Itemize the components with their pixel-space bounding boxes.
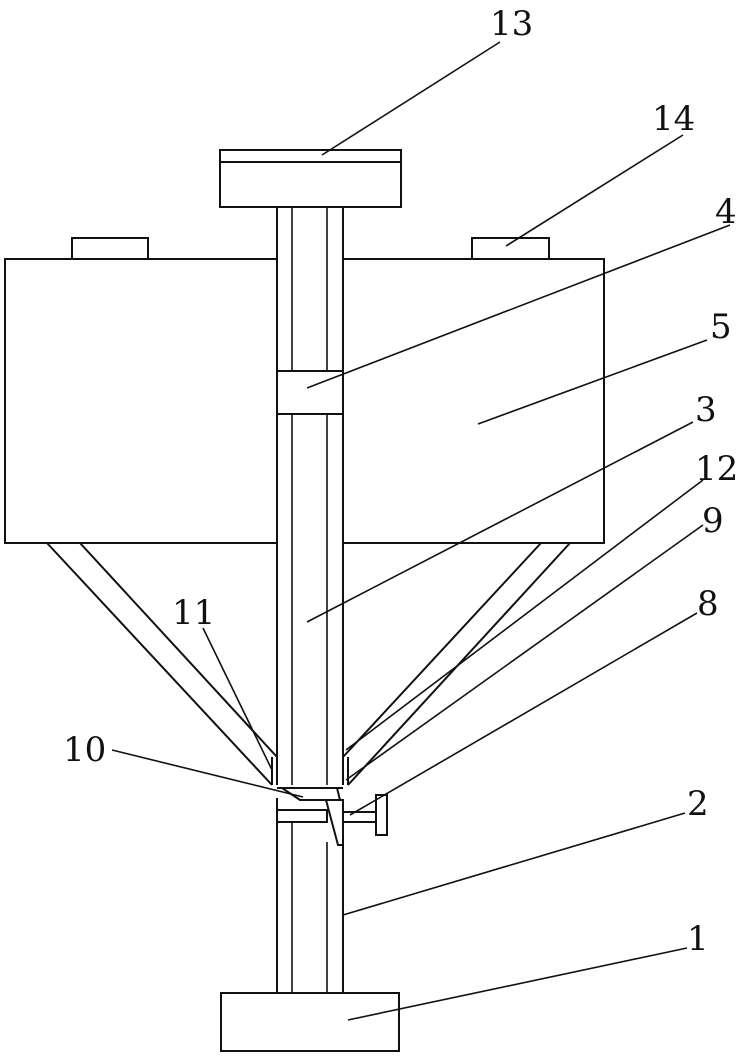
valve-assembly — [277, 788, 387, 845]
label-14: 14 — [652, 99, 695, 139]
base-block — [221, 993, 399, 1051]
label-11: 11 — [172, 593, 215, 633]
label-1: 1 — [687, 919, 709, 959]
inner-shaft — [277, 207, 343, 785]
label-5: 5 — [710, 307, 732, 347]
valve-rod-left — [277, 810, 327, 822]
leader-lines — [112, 42, 730, 1020]
hopper-cone — [47, 543, 570, 785]
tank-cap-left — [72, 238, 148, 259]
leader-3 — [307, 422, 693, 622]
tank-cap-right — [472, 238, 549, 259]
label-10: 10 — [63, 730, 106, 770]
leader-5 — [478, 340, 707, 424]
label-4: 4 — [715, 192, 737, 232]
top-cap — [220, 150, 401, 207]
label-8: 8 — [697, 584, 719, 624]
label-9: 9 — [702, 501, 724, 541]
leader-12 — [346, 480, 703, 750]
label-13: 13 — [490, 4, 533, 44]
leader-10 — [112, 750, 303, 797]
valve-rod-right — [343, 812, 376, 822]
label-12: 12 — [695, 449, 738, 489]
leader-8 — [350, 613, 697, 815]
discharge-funnel — [326, 800, 343, 845]
leader-13 — [322, 42, 500, 155]
leader-9 — [346, 525, 703, 780]
part-labels: 13 14 4 5 3 12 9 11 8 10 2 1 — [63, 4, 738, 959]
leader-14 — [506, 135, 683, 246]
label-2: 2 — [687, 784, 709, 824]
leader-2 — [343, 813, 685, 915]
valve-knob — [376, 795, 387, 835]
label-3: 3 — [695, 390, 717, 430]
leader-1 — [348, 948, 687, 1020]
